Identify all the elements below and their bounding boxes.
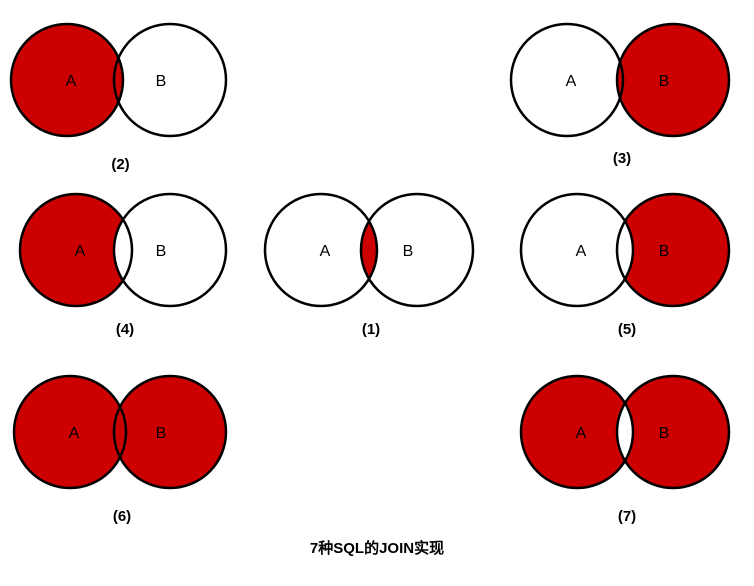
shaded-region: [521, 376, 633, 488]
panel-label: (3): [613, 150, 631, 167]
set-a-circle: [9, 22, 125, 138]
set-a-circle: [263, 192, 379, 308]
set-a-circle: [18, 192, 134, 308]
shaded-region: [617, 194, 729, 306]
panel-label: (6): [113, 508, 131, 525]
venn-panel-4: A B (4): [18, 192, 228, 338]
venn-panel-7: A B (7): [519, 374, 731, 525]
shaded-region: [617, 24, 729, 136]
set-a-circle: [519, 374, 635, 490]
set-a-label: A: [576, 243, 587, 260]
set-b-label: B: [156, 425, 167, 442]
panel-label: (7): [618, 508, 636, 525]
set-a-circle: [509, 22, 625, 138]
set-a-label: A: [566, 73, 577, 90]
venn-panel-2: A B (2): [9, 22, 228, 173]
diagram-title: 7种SQL的JOIN实现: [310, 539, 444, 557]
set-b-circle: [112, 192, 228, 308]
set-a-label: A: [66, 73, 77, 90]
set-a-label: A: [576, 425, 587, 442]
set-b-circle: [615, 192, 731, 308]
set-a-circle: [519, 192, 635, 308]
set-a-label: A: [320, 243, 331, 260]
set-b-circle: [112, 374, 228, 490]
venn-panel-3: A B (3): [509, 22, 731, 167]
venn-panel-6: A B (6): [12, 374, 228, 525]
set-b-circle: [615, 374, 731, 490]
set-b-label: B: [659, 243, 670, 260]
set-a-label: A: [75, 243, 86, 260]
shaded-region: [617, 376, 729, 488]
panel-label: (4): [116, 321, 134, 338]
shaded-region: [114, 376, 226, 488]
venn-panel-1: A B (1): [263, 192, 475, 338]
panel-label: (2): [111, 156, 129, 173]
set-b-circle: [112, 22, 228, 138]
set-a-circle: [12, 374, 128, 490]
panel-label: (1): [362, 321, 380, 338]
set-b-label: B: [403, 243, 414, 260]
shaded-region: [11, 24, 123, 136]
set-b-circle: [359, 192, 475, 308]
set-a-label: A: [69, 425, 80, 442]
panel-label: (5): [618, 321, 636, 338]
venn-panel-5: A B (5): [519, 192, 731, 338]
set-b-label: B: [659, 425, 670, 442]
set-b-label: B: [156, 243, 167, 260]
set-b-label: B: [156, 73, 167, 90]
shaded-region: [14, 376, 126, 488]
set-b-circle: [615, 22, 731, 138]
shaded-region: [20, 194, 132, 306]
set-b-label: B: [659, 73, 670, 90]
